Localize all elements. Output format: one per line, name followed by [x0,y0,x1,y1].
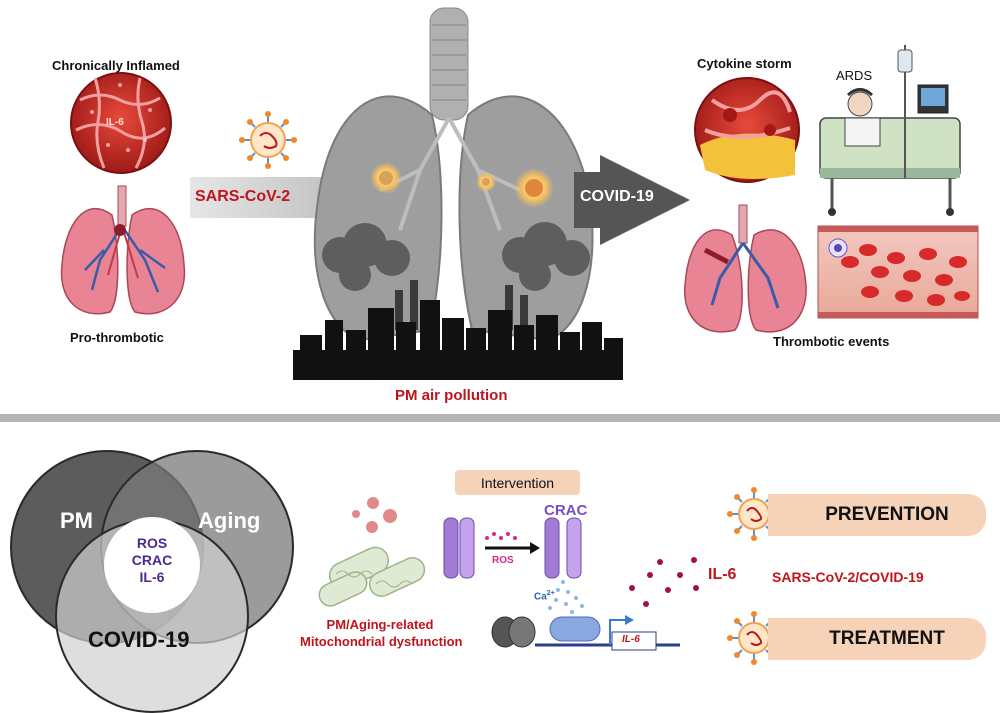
label-pm-air-pollution: PM air pollution [395,387,508,404]
label-mitochondrial-dysfunction: PM/Aging-related Mitochondrial dysfuncti… [300,617,463,649]
il6-gene-icon [491,615,680,651]
venn-center-terms: ROS CRAC IL-6 [126,535,178,586]
pro-thrombotic-lungs-icon [60,185,186,315]
label-pro-thrombotic: Pro-thrombotic [70,330,164,345]
cytokine-storm-icon [694,77,800,183]
label-sars-cov-2: SARS-CoV-2 [195,188,291,205]
label-treatment: TREATMENT [829,628,945,649]
mitochondria-icon [318,497,426,607]
venn-diagram [10,450,294,713]
label-crac: CRAC [544,502,588,519]
label-il6-cell: IL-6 [106,117,124,128]
thrombotic-vessel-icon [817,225,979,319]
central-lungs-icon [313,7,594,342]
label-sars-covid: SARS-CoV-2/COVID-19 [772,569,924,585]
ards-patient-icon [819,45,961,216]
label-cytokine-storm: Cytokine storm [697,56,792,71]
label-ca: Ca2+ [534,590,555,603]
venn-term-ros: ROS [136,535,168,551]
city-skyline [293,300,623,380]
label-ros: ROS [492,555,514,566]
label-ards: ARDS [836,68,873,83]
thrombotic-lungs-icon [684,204,807,333]
dark-arrow [574,155,690,245]
label-thrombotic-events: Thrombotic events [773,334,890,349]
inflamed-tissue-icon [70,72,172,174]
label-intervention: Intervention [480,474,555,491]
crac-channel-closed [443,517,475,579]
section-divider [0,414,1000,422]
ros-dots [485,532,517,540]
virus-icon-treatment [727,611,781,665]
venn-term-il6: IL-6 [139,569,165,585]
intervention-box: Intervention [455,470,580,495]
venn-center [104,517,200,613]
label-covid-19-arrow: COVID-19 [580,188,654,205]
label-il6-gene: IL-6 [622,634,640,645]
treatment-box: TREATMENT [768,618,986,660]
label-prevention: PREVENTION [825,504,949,525]
label-il6-release: IL-6 [708,566,737,583]
venn-label-aging: Aging [198,508,261,533]
il6-release-dots [629,557,699,607]
venn-label-covid: COVID-19 [88,627,190,652]
label-chronically-inflamed: Chronically Inflamed [52,58,180,73]
venn-term-crac: CRAC [131,552,173,568]
virus-icon-top [239,111,297,169]
prevention-box: PREVENTION [768,494,986,536]
venn-label-pm: PM [60,508,93,533]
crac-channel-open [544,517,584,614]
